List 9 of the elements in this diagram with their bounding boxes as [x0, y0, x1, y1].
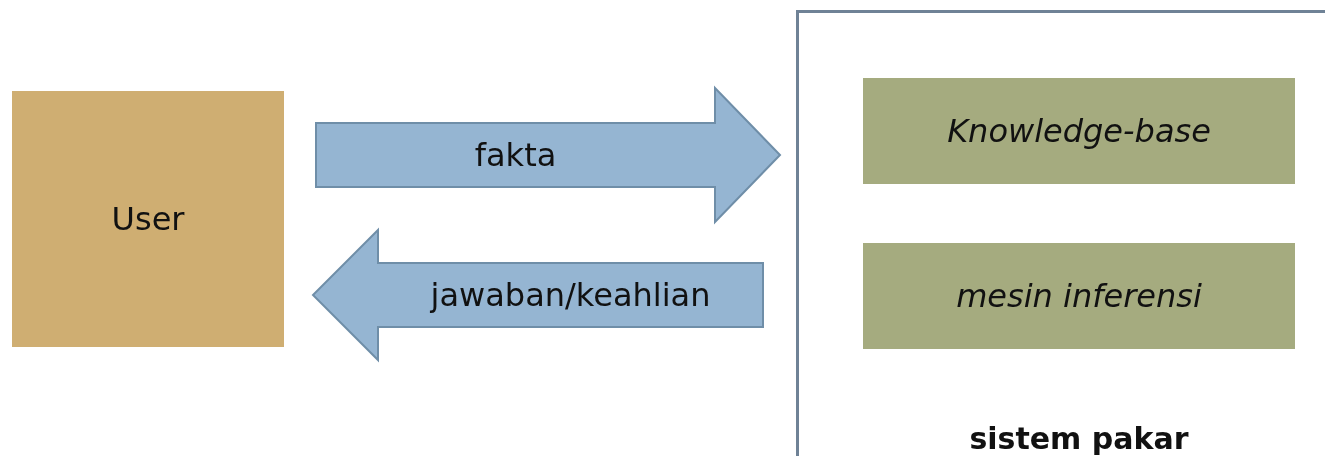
edge-label: fakta: [474, 136, 557, 174]
system-panel: [796, 10, 1325, 456]
panel-heading: sistem pakar: [968, 421, 1190, 456]
component-box: mesin inferensi: [863, 243, 1295, 349]
component-box: Knowledge-base: [863, 78, 1295, 184]
component-box: User: [12, 91, 284, 347]
block-arrow: [311, 227, 764, 363]
edge-label: jawaban/keahlian: [430, 276, 711, 314]
block-arrow: [315, 85, 782, 225]
